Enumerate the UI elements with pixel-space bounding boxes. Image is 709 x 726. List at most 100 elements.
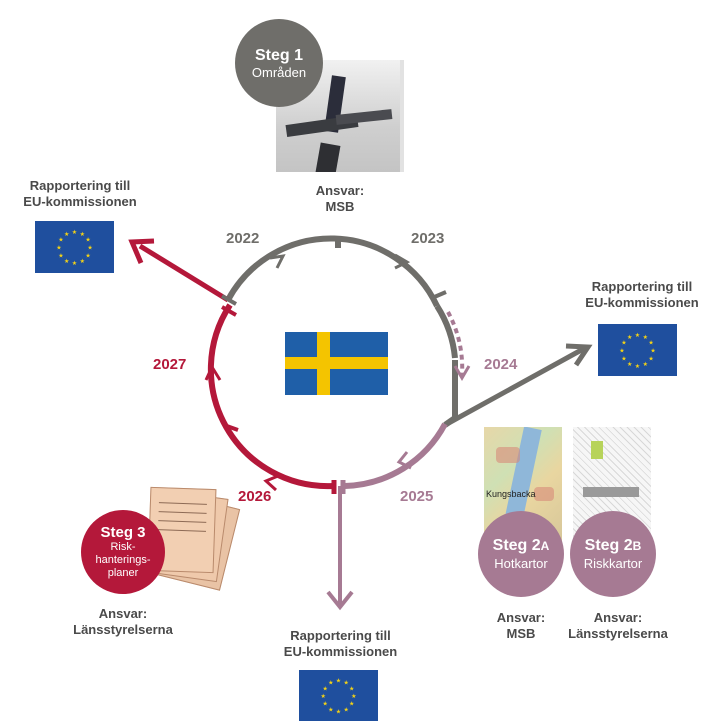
year-2023: 2023 — [411, 230, 445, 247]
steg2a-resp-label: Ansvar: — [496, 610, 546, 625]
swedish-flag — [285, 332, 388, 395]
steg1-subtitle: Områden — [251, 64, 307, 80]
eu-stars-icon: ★★★★★★★★★★★★ — [619, 332, 656, 370]
steg2a-responsible: Ansvar: MSB — [481, 610, 561, 642]
eu-star-icon: ★ — [87, 245, 92, 252]
eu-star-icon: ★ — [323, 701, 328, 708]
red-arrow-line — [138, 243, 230, 303]
steg3-responsible: Ansvar: Länsstyrelserna — [58, 606, 188, 638]
eu-star-icon: ★ — [80, 258, 85, 265]
steg3-resp-label: Ansvar: — [98, 606, 148, 621]
steg3-line2: hanterings- — [95, 554, 151, 566]
eu-star-icon: ★ — [85, 237, 90, 244]
steg3-title: Steg 3 — [100, 524, 146, 541]
steg2b-subtitle: Riskkartor — [583, 556, 643, 571]
eu-star-icon: ★ — [336, 678, 341, 685]
reporting-right-line2: EU-kommissionen — [585, 295, 699, 310]
eu-star-icon: ★ — [321, 693, 326, 700]
reporting-right-line1: Rapportering till — [591, 279, 693, 294]
tick-right — [431, 290, 447, 300]
reporting-left-line2: EU-kommissionen — [23, 194, 137, 209]
tick-gray-left — [221, 294, 237, 306]
year-2022: 2022 — [226, 230, 260, 247]
steg2a-map-label: Kungsbacka — [486, 489, 536, 499]
reporting-left: Rapportering till EU-kommissionen — [10, 178, 150, 210]
eu-star-icon: ★ — [80, 231, 85, 238]
eu-star-icon: ★ — [643, 334, 648, 341]
eu-star-icon: ★ — [343, 706, 348, 713]
eu-star-icon: ★ — [650, 348, 655, 355]
eu-star-icon: ★ — [72, 229, 77, 236]
eu-star-icon: ★ — [627, 361, 632, 368]
reporting-bottom-line2: EU-kommissionen — [283, 644, 398, 659]
steg1-responsible: Ansvar: MSB — [300, 183, 380, 215]
eu-star-icon: ★ — [56, 245, 61, 252]
eu-star-icon: ★ — [621, 355, 626, 362]
gray-arrow-line — [443, 360, 458, 428]
gray-arrow-right — [443, 345, 587, 428]
chevron-2022 — [269, 254, 286, 269]
steg3-line3: planer — [107, 567, 139, 579]
chevron-2023 — [394, 253, 411, 270]
eu-star-icon: ★ — [627, 334, 632, 341]
steg2b-resp-label: Ansvar: — [593, 610, 643, 625]
eu-star-icon: ★ — [349, 701, 354, 708]
eu-stars-icon: ★★★★★★★★★★★★ — [56, 229, 93, 267]
eu-star-icon: ★ — [58, 237, 63, 244]
eu-flag-bottom: ★★★★★★★★★★★★ — [299, 670, 378, 721]
eu-star-icon: ★ — [328, 680, 333, 687]
eu-star-icon: ★ — [619, 348, 624, 355]
eu-star-icon: ★ — [643, 361, 648, 368]
chevron-2025 — [396, 451, 412, 470]
eu-star-icon: ★ — [336, 708, 341, 715]
reporting-bottom: Rapportering till EU-kommissionen — [268, 628, 413, 660]
steg2b-title-sub: B — [632, 539, 642, 553]
gray-arrow-head — [565, 343, 593, 367]
steg2b-title-main: Steg 2 — [584, 537, 633, 554]
mauve-arrow-head — [326, 590, 354, 611]
eu-star-icon: ★ — [85, 252, 90, 259]
steg3-line1: Risk- — [110, 541, 136, 553]
steg2a-title: Steg 2A — [493, 536, 550, 556]
red-arrow-head — [128, 238, 155, 264]
reporting-right: Rapportering till EU-kommissionen — [572, 279, 709, 311]
steg2b-circle: Steg 2B Riskkartor — [570, 511, 656, 597]
eu-star-icon: ★ — [328, 706, 333, 713]
eu-star-icon: ★ — [343, 680, 348, 687]
eu-stars-icon: ★★★★★★★★★★★★ — [321, 678, 357, 716]
steg3-circle: Steg 3 Risk- hanterings- planer — [81, 510, 165, 594]
cycle-arc-gray — [225, 235, 440, 308]
tick-left-mid — [223, 423, 239, 432]
eu-star-icon: ★ — [64, 231, 69, 238]
steg1-resp-name: MSB — [325, 199, 355, 214]
steg2a-resp-name: MSB — [506, 626, 536, 641]
eu-star-icon: ★ — [635, 363, 640, 370]
steg1-circle: Steg 1 Områden — [235, 19, 323, 107]
chevron-dotted — [453, 365, 471, 381]
year-2024: 2024 — [484, 356, 518, 373]
year-2026: 2026 — [238, 488, 272, 505]
steg2b-title: Steg 2B — [585, 536, 642, 556]
eu-star-icon: ★ — [621, 340, 626, 347]
eu-star-icon: ★ — [58, 252, 63, 259]
eu-star-icon: ★ — [323, 685, 328, 692]
eu-star-icon: ★ — [635, 332, 640, 339]
steg2a-title-main: Steg 2 — [492, 537, 541, 554]
year-2027: 2027 — [153, 356, 187, 373]
chevron-2026 — [263, 474, 279, 492]
eu-star-icon: ★ — [64, 258, 69, 265]
eu-star-icon: ★ — [648, 355, 653, 362]
steg1-resp-label: Ansvar: — [315, 183, 365, 198]
eu-flag-right: ★★★★★★★★★★★★ — [598, 324, 677, 376]
reporting-left-line1: Rapportering till — [29, 178, 131, 193]
eu-star-icon: ★ — [351, 693, 356, 700]
cycle-arc-mauve — [344, 422, 448, 489]
eu-star-icon: ★ — [349, 685, 354, 692]
eu-star-icon: ★ — [72, 260, 77, 267]
year-2025: 2025 — [400, 488, 434, 505]
reporting-bottom-line1: Rapportering till — [290, 628, 391, 643]
steg3-resp-name: Länsstyrelserna — [73, 622, 173, 637]
chevron-2027 — [204, 363, 222, 381]
steg1-title: Steg 1 — [254, 46, 303, 64]
